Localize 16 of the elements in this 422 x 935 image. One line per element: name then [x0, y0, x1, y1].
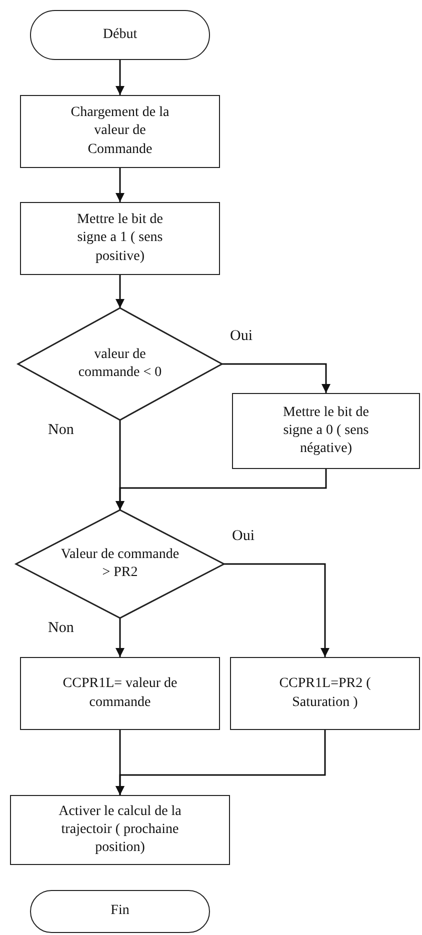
process-box: Chargement de la valeur de Commande	[20, 95, 220, 168]
decision-diamond: Valeur de commande > PR2	[16, 510, 224, 618]
arrow	[116, 60, 124, 95]
arrow	[116, 618, 124, 657]
process-box: Activer le calcul de la trajectoir ( prochaine position)	[10, 795, 230, 865]
arrow	[224, 563, 330, 657]
process-box: Mettre le bit de signe a 1 ( sens positive)	[20, 202, 220, 275]
arrow	[116, 275, 124, 308]
arrow	[116, 168, 124, 202]
process-box: CCPR1L= valeur de commande	[20, 657, 220, 730]
decision-diamond: valeur de commande < 0	[18, 308, 222, 420]
process-box: Mettre le bit de signe a 0 ( sens négative)	[232, 393, 420, 469]
process-box: CCPR1L=PR2 ( Saturation )	[230, 657, 420, 730]
arrow	[116, 469, 327, 510]
arrow	[116, 730, 326, 795]
arrow	[222, 363, 330, 393]
